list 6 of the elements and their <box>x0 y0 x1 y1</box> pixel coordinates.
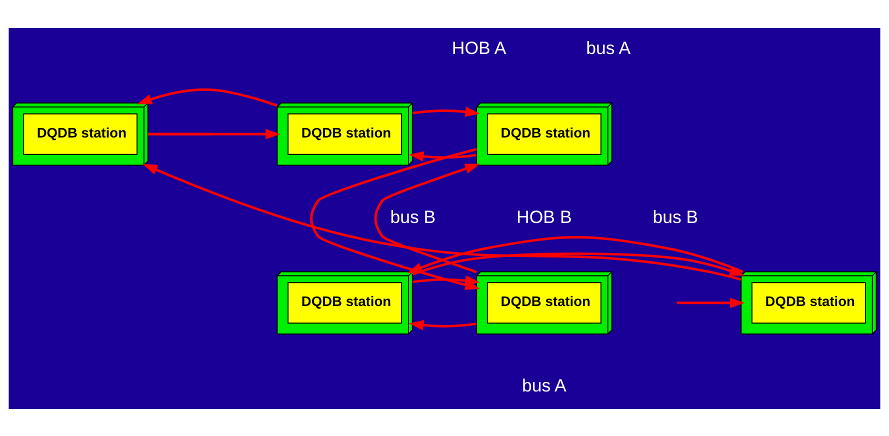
label: bus B <box>652 206 698 226</box>
label: HOB A <box>452 38 506 58</box>
label: bus B <box>390 206 436 226</box>
label: bus A <box>522 375 566 396</box>
label: bus A <box>586 38 631 58</box>
label: HOB B <box>516 206 572 226</box>
